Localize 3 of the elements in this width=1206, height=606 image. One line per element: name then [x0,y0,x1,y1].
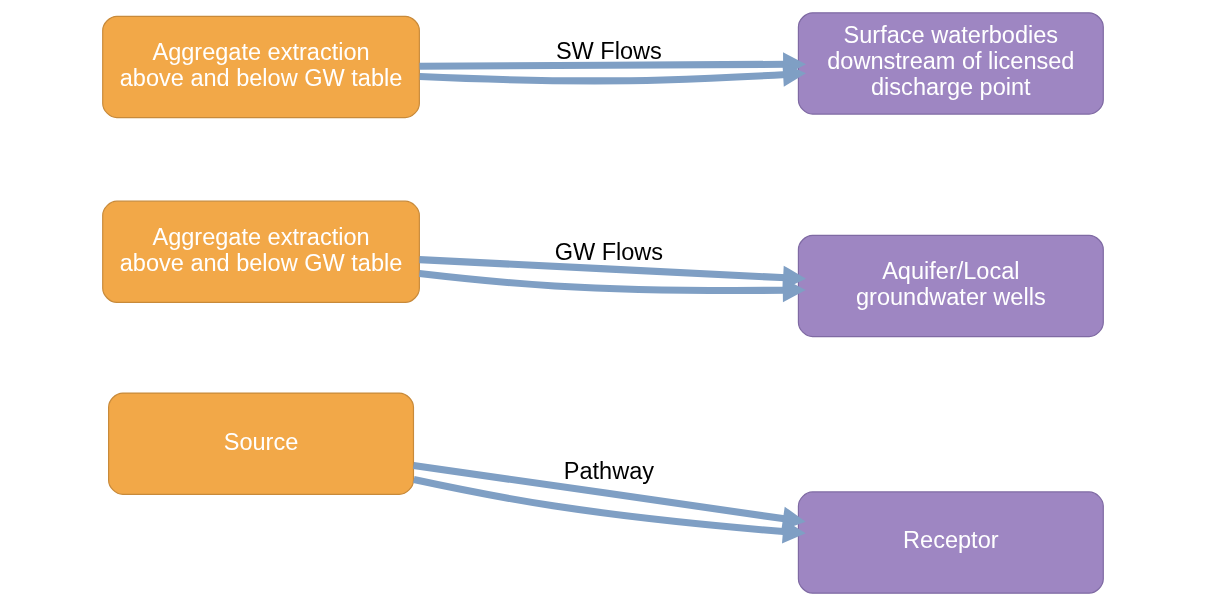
edge-label: SW Flows [555,37,662,64]
edge-label: GW Flows [554,239,664,266]
edge-label: Pathway [563,457,655,484]
